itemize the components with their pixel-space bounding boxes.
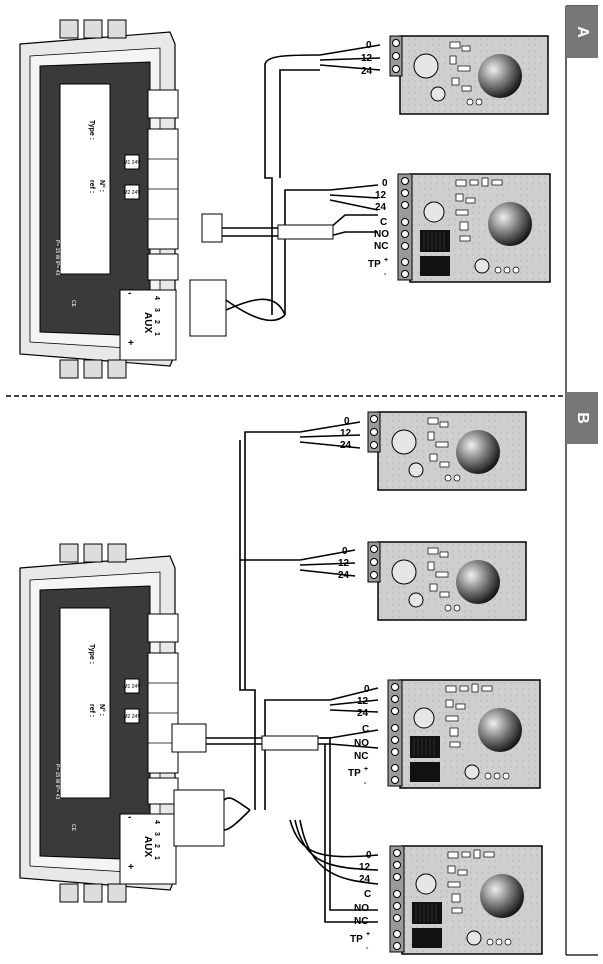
aux-plus-a: + [128,338,134,349]
terminal-24-b2: 24 [338,570,350,581]
terminal-24-b4: 24 [359,874,371,885]
power-text-a: 230V~ 50Hz [62,240,68,268]
terminal-c-b4: C [364,889,371,900]
controller-b: AUX + - Type : N° : ref : 230V~ 50Hz P= … [19,543,179,903]
ce-mark-a: CE [70,300,76,308]
detector-big-b4: 0 12 24 C NO NC TP + - [350,845,543,955]
aux-pin2-b: 2 [153,844,160,848]
cable-sleeve-a [277,224,334,240]
wires-a [222,44,381,322]
aux-plus-b: + [128,862,134,873]
aux-label-b: AUX [142,836,153,857]
terminal-tp-minus-b3: - [364,780,367,787]
aux-pin4-b: 4 [153,820,160,824]
section-a-label: A [574,26,591,38]
terminal-tp-plus-a2: + [384,257,388,264]
terminal-12-a1: 12 [361,53,373,64]
terminal-tp-plus-b4: + [366,931,370,938]
terminal-tp-b4: TP [350,934,363,945]
terminal-tp-b3: TP [348,768,361,779]
terminal-no-b4: NO [354,903,369,914]
detector-small-b1: 0 12 24 [340,411,527,491]
section-b-label: B [574,412,591,424]
relay-plug-a [201,213,223,243]
terminal-c-a2: C [380,217,387,228]
terminal-tp-minus-b4: - [366,945,369,952]
aux-minus-a: - [128,288,131,299]
motor2-icon-b [124,708,140,724]
aux-plug-b [173,789,225,847]
no-label-b: N° : [98,704,106,716]
aux-pin4-a: 4 [153,296,160,300]
terminal-nc-a2: NC [374,241,388,252]
motor1-icon-b [124,678,140,694]
motor2-label-a: M2 24V [123,190,141,196]
terminal-nc-b4: NC [354,916,368,927]
relay-plug-b [171,723,207,753]
terminal-no-a2: NO [374,229,389,240]
terminal-24-b1: 24 [340,440,352,451]
aux-pin3-a: 3 [153,308,160,312]
motor2-label-b: M2 24V [123,714,141,720]
terminal-tp-minus-a2: - [384,271,387,278]
ce-mark-b: CE [70,824,76,832]
type-label-b: Type : [88,644,95,664]
motor1-label-a: M1 24V [123,160,141,166]
power-text2-a: P= 15 W IP= 43 [54,240,60,276]
terminal-0-b4: 0 [366,850,372,861]
power-text-b: 230V~ 50Hz [62,764,68,792]
detector-small-b2: 0 12 24 [338,541,527,621]
ref-label-b: ref : [88,704,95,717]
power-text2-b: P= 15 W IP= 43 [54,764,60,800]
aux-label-a: AUX [142,312,153,333]
section-a-tab: A [566,6,598,58]
motor2-icon-a [124,184,140,200]
terminal-tp-plus-b3: + [364,766,368,773]
cable-sleeve-b [261,735,319,751]
terminal-24-b3: 24 [357,708,369,719]
terminal-12-a2: 12 [375,190,387,201]
terminal-24-a1: 24 [361,66,373,77]
no-label-a: N° : [98,180,106,192]
type-label-a: Type : [88,120,95,140]
section-b: AUX + - Type : N° : ref : 230V~ 50Hz P= … [19,411,543,955]
terminal-12-b1: 12 [340,428,352,439]
aux-pin2-a: 2 [153,320,160,324]
aux-pin3-b: 3 [153,832,160,836]
controller-a: AUX + - Type : N° : ref : 230V~ 50Hz P= … [19,19,179,379]
terminal-nc-b3: NC [354,751,368,762]
section-a-tab-bg [566,6,598,58]
section-b-tab-bg [566,392,598,444]
terminal-12-b2: 12 [338,558,350,569]
aux-pin1-a: 1 [153,332,160,336]
terminal-24-a2: 24 [375,202,387,213]
terminal-0-b3: 0 [364,684,370,695]
aux-pin1-b: 1 [153,856,160,860]
ref-label-a: ref : [88,180,95,193]
terminal-c-b3: C [362,724,369,735]
detector-big-a2: 0 12 24 C NO NC TP + - [368,173,551,283]
terminal-0-b1: 0 [344,416,350,427]
terminal-0-b2: 0 [342,546,348,557]
terminal-0-a2: 0 [382,178,388,189]
aux-minus-b: - [128,812,131,823]
detector-big-b3: 0 12 24 C NO NC TP + - [348,679,541,789]
terminal-12-b4: 12 [359,862,371,873]
section-a: AUX + - Type : N° : ref : 230V~ 50Hz P= … [19,19,551,379]
terminal-tp-a2: TP [368,259,381,270]
motor1-icon-a [124,154,140,170]
terminal-no-b3: NO [354,738,369,749]
terminal-0-a1: 0 [366,40,372,51]
wires-b [206,421,379,923]
section-b-tab: B [566,392,598,444]
motor1-label-b: M1 24V [123,684,141,690]
detector-small-a1: 0 12 24 [361,35,549,115]
terminal-12-b3: 12 [357,696,369,707]
aux-plug-a [189,279,227,337]
